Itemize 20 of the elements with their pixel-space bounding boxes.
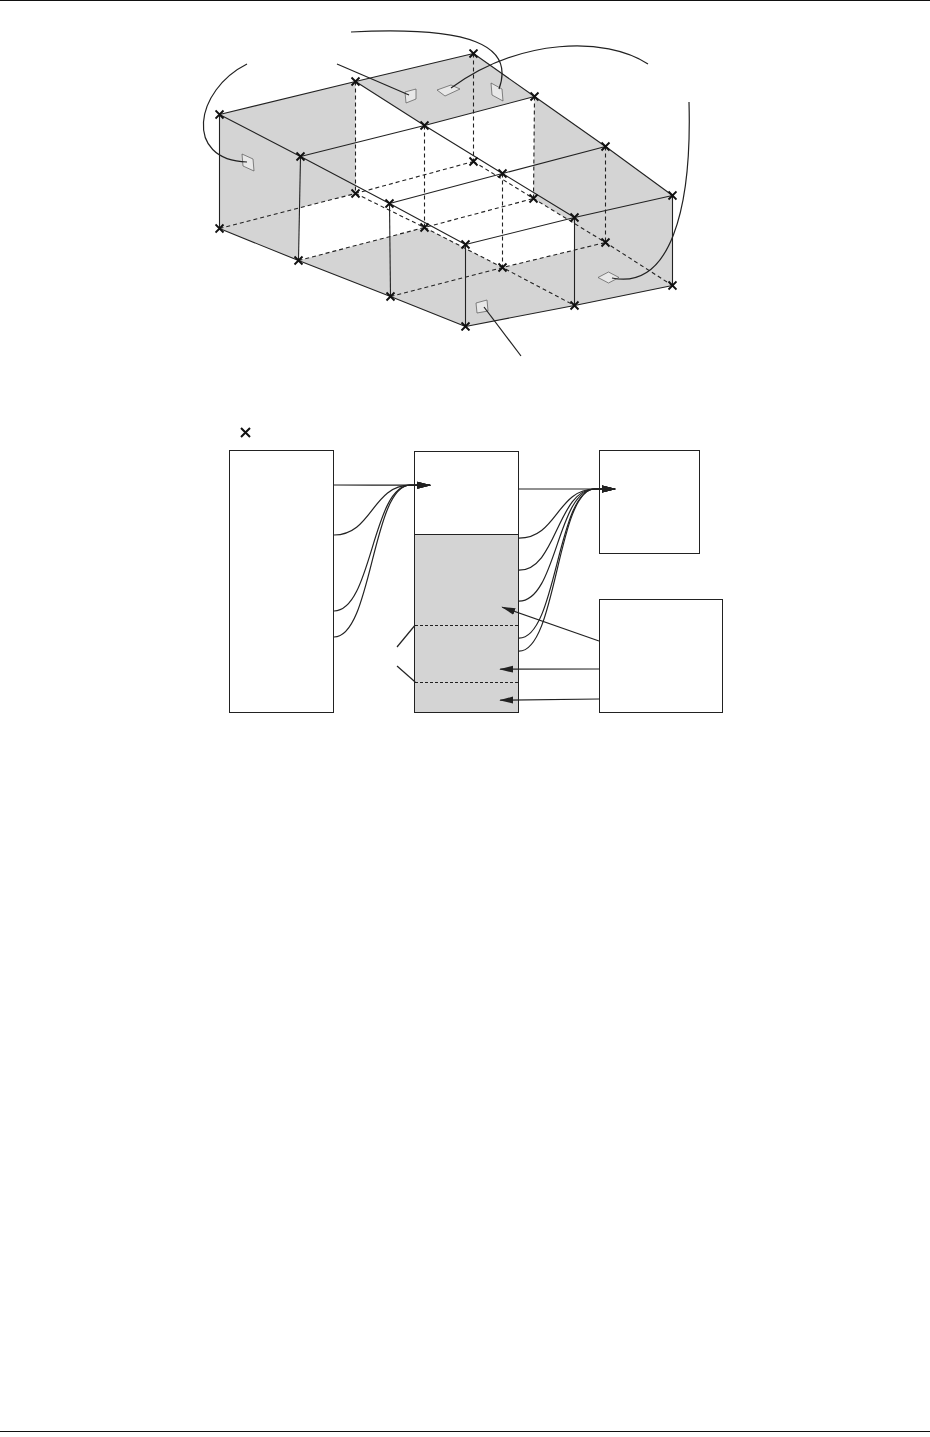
- leader-line: [396, 624, 416, 648]
- leader-line: [483, 306, 522, 357]
- leader-line: [396, 665, 416, 683]
- arrow: [499, 696, 600, 704]
- arrow: [499, 665, 600, 673]
- sensor-diamond: [597, 271, 620, 284]
- shaded-section: [415, 535, 518, 712]
- leader-line: [336, 63, 410, 96]
- leader-line: [611, 101, 690, 280]
- arrow: [333, 481, 432, 638]
- process-box: [599, 599, 723, 713]
- leader-line: [350, 30, 503, 90]
- leader-line: [450, 45, 649, 89]
- arrow: [501, 606, 600, 642]
- leader-line: [202, 63, 248, 163]
- dashed-divider: [415, 681, 518, 683]
- split-box: [414, 451, 519, 713]
- process-box: [229, 450, 334, 713]
- dashed-divider: [415, 624, 518, 626]
- process-box: [599, 450, 700, 554]
